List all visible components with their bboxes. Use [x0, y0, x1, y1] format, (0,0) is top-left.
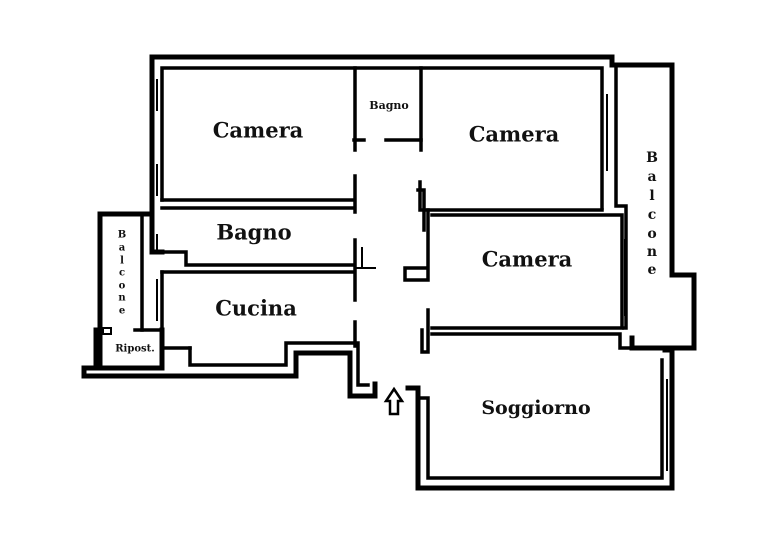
inner-wall-soggiorno: [418, 358, 664, 480]
room-label-camera-top-left: Camera: [213, 118, 304, 143]
balcone-left-label: B a l c o n e: [118, 230, 127, 317]
room-label-cucina: Cucina: [215, 296, 297, 321]
balcone-right-letter: a: [647, 169, 656, 185]
room-label-bagno-small: Bagno: [369, 99, 408, 112]
balcone-right-letter: e: [648, 262, 657, 278]
room-label-soggiorno: Soggiorno: [481, 397, 590, 419]
balcone-right-letter: o: [647, 226, 656, 242]
room-label-camera-middle-right: Camera: [482, 247, 573, 272]
balcone-left-letter: a: [119, 243, 126, 254]
balcone-right-letter: B: [646, 150, 658, 166]
outer-wall-top-inner: [160, 66, 604, 210]
up-arrow-icon: [383, 386, 405, 416]
balcone-right-letter: l: [649, 188, 654, 204]
outer-wall-soggiorno: [405, 347, 675, 491]
outer-walls: [81, 54, 697, 491]
outer-wall-left: [149, 197, 165, 255]
balcone-left-letter: e: [119, 306, 125, 317]
room-label-camera-top-right: Camera: [469, 122, 560, 147]
interior-walls: [160, 66, 662, 354]
room-label-ripost: Ripost.: [115, 344, 155, 355]
outer-wall-top: [149, 54, 615, 203]
balcone-left-letter: B: [118, 230, 126, 241]
room-label-bagno-left: Bagno: [216, 220, 291, 245]
balcone-left-letter: n: [118, 293, 126, 304]
balcone-right-letter: c: [648, 207, 657, 223]
balcone-left-letter: c: [119, 268, 125, 279]
inner-wall-bottom: [188, 341, 370, 387]
outer-wall-bottom: [81, 350, 378, 399]
balcone-right-inner: [614, 66, 628, 330]
balcone-right-letter: n: [647, 244, 657, 260]
balcone-left-letter: l: [120, 256, 124, 267]
balcone-left-letter: o: [119, 281, 126, 292]
balcone-right-label: B a l c o n e: [646, 150, 658, 278]
